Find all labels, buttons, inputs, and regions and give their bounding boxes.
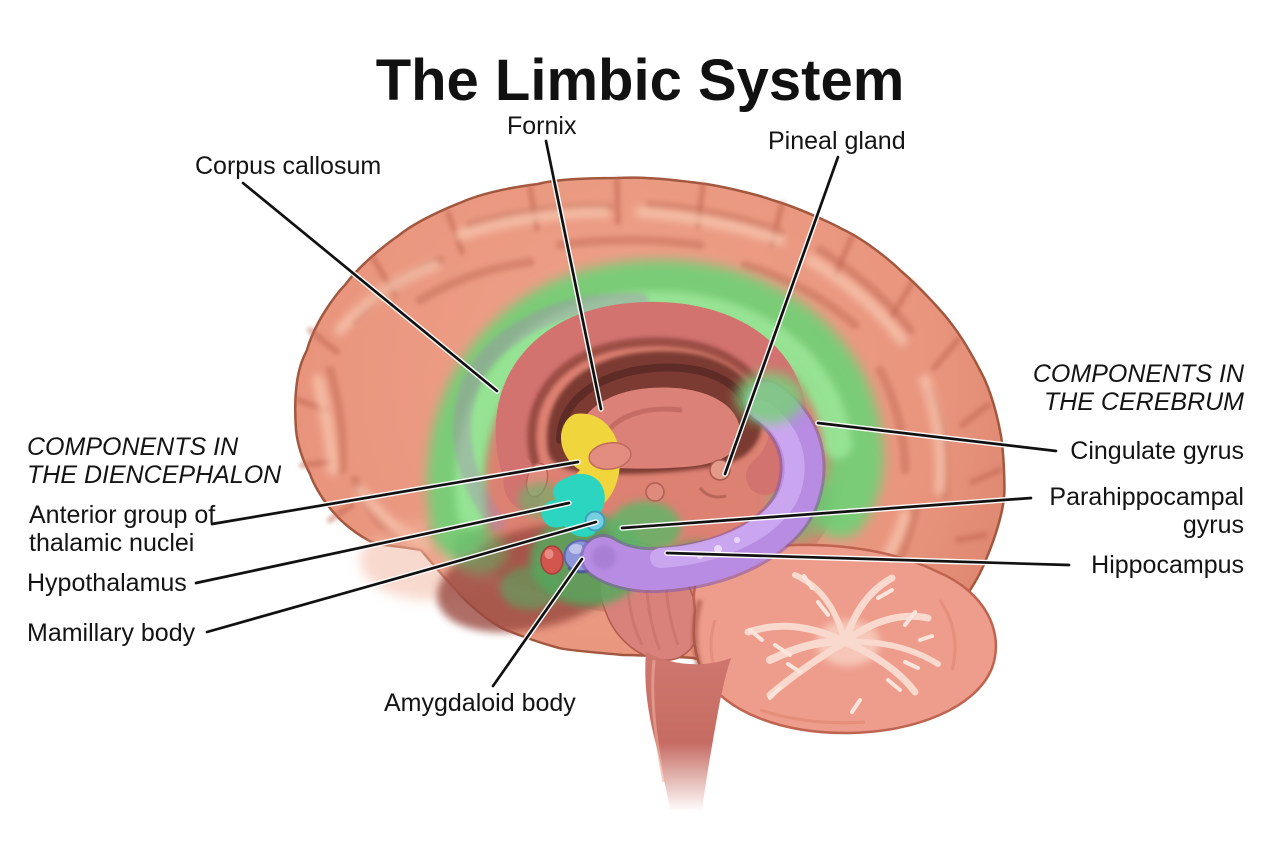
section-header-diencephalon: COMPONENTS IN THE DIENCEPHALON <box>27 433 282 489</box>
leader-amygdaloid-body <box>491 557 584 688</box>
tectum-bump <box>645 482 665 502</box>
section-header-cerebrum: COMPONENTS IN THE CEREBRUM <box>1032 360 1244 416</box>
label-cingulate-gyrus: Cingulate gyrus <box>1070 437 1244 465</box>
label-amygdaloid-body: Amygdaloid body <box>384 689 576 717</box>
label-hippocampus: Hippocampus <box>1091 551 1244 579</box>
leader-hypothalamus <box>194 501 571 585</box>
label-parahippocampal-gyrus: Parahippocampal gyrus <box>1049 483 1244 539</box>
label-mamillary-body: Mamillary body <box>27 619 196 647</box>
leader-corpus-callosum <box>241 181 499 393</box>
red-nucleus-highlight <box>544 549 554 559</box>
label-anterior-thalamic-nuclei: Anterior group of thalamic nuclei <box>29 501 216 557</box>
leader-parahippocampal-gyrus <box>620 496 1033 530</box>
leader-pineal-gland <box>723 155 840 476</box>
spinal-cord-shape <box>645 652 731 810</box>
cerebellum-shape <box>692 543 998 735</box>
leader-cingulate-gyrus <box>816 421 1058 453</box>
leader-anterior-thalamic <box>210 460 580 526</box>
red-nucleus-body <box>540 545 564 575</box>
leader-mamillary-body <box>205 520 598 634</box>
label-pineal-gland: Pineal gland <box>768 127 906 155</box>
leader-fornix <box>544 139 603 411</box>
leader-lines <box>193 138 1072 689</box>
hippocampus-highlight <box>580 372 826 594</box>
label-fornix: Fornix <box>507 112 577 140</box>
leader-hippocampus <box>665 551 1071 567</box>
label-corpus-callosum: Corpus callosum <box>195 152 382 180</box>
page-title: The Limbic System <box>375 47 905 113</box>
interthalamic-adhesion <box>588 442 632 470</box>
arbor-vitae-pattern <box>744 572 941 714</box>
fornix-translucent-band <box>453 292 649 531</box>
label-hypothalamus: Hypothalamus <box>27 569 187 597</box>
